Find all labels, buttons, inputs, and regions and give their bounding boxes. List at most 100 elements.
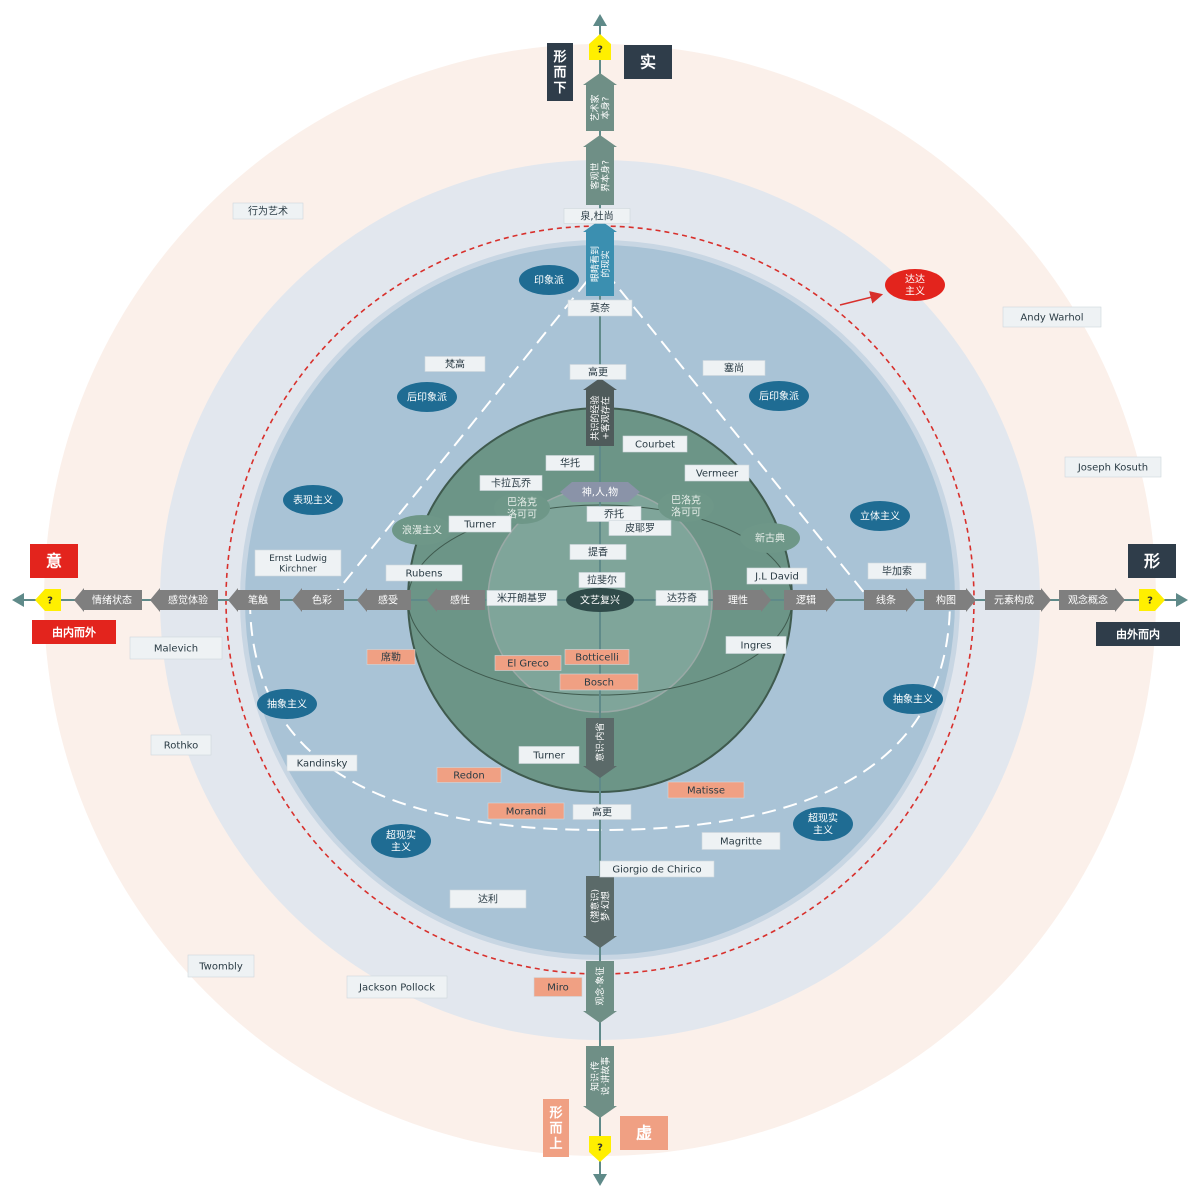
artist-dali: 达利 [449,889,527,909]
artist-chirico-box [599,860,715,878]
artist-morandi-box [487,802,565,820]
artist-david: J.L David [746,567,808,585]
artist-rubens-text: Rubens [406,569,443,580]
core-giotto: 乔托 [586,506,642,522]
oval-abstract-right-shape [883,684,943,714]
right-arrow-concept-text: 观念概念 [1068,594,1108,607]
question-right-shape [1139,589,1165,611]
artist-rothko: Rothko [150,734,212,756]
artist-kandinsky: Kandinsky [286,754,358,772]
artist-miro: Miro [533,977,583,997]
monet-box [567,299,633,317]
up-arrow-world: 客观世界本身? [583,135,617,205]
artist-warhol: Andy Warhol [1002,306,1102,328]
artist-redon-text: Redon [453,771,484,782]
right-arrow-concept-shape [1059,588,1125,612]
artist-kirchner-box [254,549,342,577]
artist-rothko-box [150,734,212,756]
up-arrow-eye: 眼睛看到的现实 [583,220,617,296]
monet: 莫奈 [567,299,633,317]
artist-botticelli-box [564,649,630,665]
artist-picasso-box [867,562,927,580]
left-arrow-sensation-shape [150,588,218,612]
left-arrow-brushwork-shape [228,588,280,612]
artist-cezanne-text: 塞尚 [724,362,744,375]
oval-post-impressionism-right-text: 后印象派 [759,391,799,403]
oval-post-impressionism-left-shape [397,382,457,412]
oval-romanticism-shape [392,515,452,545]
artist-kosuth: Joseph Kosuth [1064,456,1162,478]
oval-expressionism-shape [283,485,343,515]
artist-rubens-box [385,564,463,582]
artist-schiele-text: 席勒 [381,651,401,664]
artist-performance-art: 行为艺术 [232,202,304,220]
question-right: ? [1139,589,1165,611]
marker-you-nei-er-wai-text: 由内而外 [52,625,96,639]
god-man-thing-text: 神,人,物 [582,486,618,499]
right-arrow-reason-text: 理性 [728,594,748,607]
axis-head-right [1176,593,1188,607]
oval-baroque-right-shape [658,490,714,522]
artist-rubens: Rubens [385,564,463,582]
quan-duchamp: 泉,杜尚 [563,208,631,224]
left-arrow-sensibility-shape [427,588,485,612]
artist-watteau-text: 华托 [560,457,580,470]
oval-post-impressionism-left-text: 后印象派 [407,392,447,404]
core-davinci: 达芬奇 [655,590,709,606]
down-arrow-knowledge-shape [583,718,617,778]
artist-kosuth-text: Joseph Kosuth [1077,463,1148,474]
left-arrow-color: 色彩 [292,588,344,612]
artist-warhol-box [1002,306,1102,328]
artist-pollock: Jackson Pollock [346,975,448,999]
left-arrow-sensibility-text: 感性 [450,594,470,607]
marker-xing-er-shang: 形而上 [543,1099,569,1157]
axis-head-top [593,14,607,26]
oval-neoclassicism-text: 新古典 [755,532,785,545]
oval-abstract-left-shape [257,689,317,719]
oval-surrealism-left-shape [371,824,431,858]
oval-expressionism-text: 表现主义 [293,494,333,507]
artist-caravaggio: 卡拉瓦乔 [479,475,543,491]
left-arrow-brushwork: 笔触 [228,588,280,612]
oval-surrealism-right-text: 超现实主义 [808,812,838,837]
artist-caravaggio-text: 卡拉瓦乔 [491,477,531,490]
artist-turner-bottom: Turner [518,746,580,764]
axis-head-left [12,593,24,607]
marker-xing-er-shang-box [543,1099,569,1157]
artist-watteau-box [545,455,595,471]
oval-neoclassicism-shape [740,523,800,553]
marker-xing-er-xia: 形而下 [547,43,573,101]
artist-pollock-text: Jackson Pollock [358,983,435,994]
down-arrow-consciousness-shape [583,1046,617,1118]
gaogeng-bottom-box [572,804,632,820]
right-arrow-composition-shape [924,588,976,612]
artist-magritte: Magritte [701,832,781,850]
marker-you-wai-er-nei-text: 由外而内 [1116,627,1160,641]
right-arrow-elements-shape [985,588,1051,612]
left-arrow-feeling-text: 感受 [378,594,398,607]
oval-abstract-right-text: 抽象主义 [893,693,933,706]
down-arrow-dream-shape [583,876,617,948]
marker-xing-er-shang-text: 形而上 [549,1106,562,1152]
artist-malevich: Malevich [129,636,223,660]
question-bottom: ? [589,1136,611,1162]
oval-cubism: 立体主义 [850,501,910,531]
axis-head-bottom [593,1174,607,1186]
down-arrow-knowledge: 意识·内省 [583,718,617,778]
artist-magritte-text: Magritte [720,837,762,848]
god-man-thing-shape [560,482,640,502]
artist-vermeer: Vermeer [684,464,750,482]
left-arrow-feeling: 感受 [357,588,411,612]
artist-el-greco-box [494,655,562,671]
artist-ingres-box [725,636,787,654]
marker-xing-er-xia-box [547,43,573,101]
renaissance-center: 文艺复兴 [566,588,634,612]
artist-turner-bottom-box [518,746,580,764]
artist-ingres: Ingres [725,636,787,654]
marker-xing-box [1128,544,1176,578]
oval-dada: 达达主义 [885,269,945,301]
oval-dada-text: 达达主义 [905,274,925,298]
left-arrow-color-text: 色彩 [312,594,332,607]
artist-turner-top-box [448,515,512,533]
